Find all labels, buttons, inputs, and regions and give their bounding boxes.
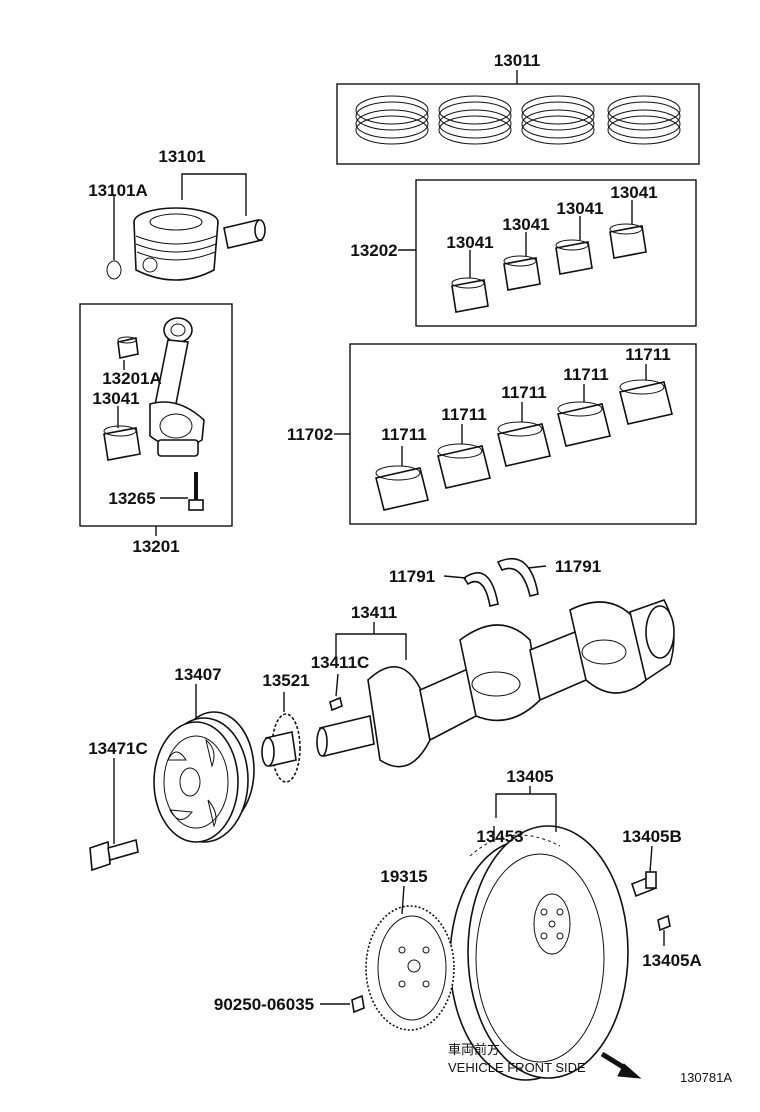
label-11711-b[interactable]: 11711 <box>441 405 486 424</box>
rod-bearing-shell[interactable] <box>451 277 489 313</box>
crank-timing-gear[interactable] <box>261 713 301 783</box>
label-13201a[interactable]: 13201A <box>102 369 162 388</box>
flywheel[interactable] <box>449 825 629 1081</box>
label-13201[interactable]: 13201 <box>132 537 179 556</box>
label-13471c[interactable]: 13471C <box>88 739 148 758</box>
thrust-washer[interactable] <box>496 557 539 597</box>
label-13411[interactable]: 13411 <box>351 603 397 622</box>
main-bearing-shell[interactable] <box>375 465 429 511</box>
label-11791-left[interactable]: 11791 <box>389 567 435 586</box>
main-bearing-shell[interactable] <box>619 379 673 425</box>
label-13411c[interactable]: 13411C <box>311 653 370 672</box>
crank-pulley[interactable] <box>153 711 255 843</box>
piston[interactable] <box>133 207 219 281</box>
pulley-bolt[interactable] <box>89 838 139 872</box>
rod-bolt[interactable] <box>188 472 204 511</box>
crankshaft[interactable] <box>316 599 675 768</box>
label-11711-a[interactable]: 11711 <box>381 425 426 444</box>
label-13041-a[interactable]: 13041 <box>446 233 493 252</box>
rod-bearing-shell[interactable] <box>609 223 647 259</box>
rod-bearing-shell[interactable] <box>103 425 141 461</box>
label-13101[interactable]: 13101 <box>158 147 205 166</box>
label-90250-06035[interactable]: 90250-06035 <box>214 995 314 1014</box>
piston-ring-set[interactable] <box>336 70 700 165</box>
label-13265[interactable]: 13265 <box>108 489 155 508</box>
front-direction-kanji: 車両前方 <box>448 1042 500 1057</box>
label-13407[interactable]: 13407 <box>174 665 221 684</box>
plate-pin[interactable] <box>351 994 365 1014</box>
front-direction-text: VEHICLE FRONT SIDE <box>448 1060 586 1075</box>
label-13101a[interactable]: 13101A <box>88 181 148 200</box>
figure-code: 130781A <box>680 1070 732 1085</box>
crank-key[interactable] <box>329 696 343 712</box>
main-bearing-shell[interactable] <box>437 443 491 489</box>
label-13041-d[interactable]: 13041 <box>610 183 657 202</box>
connecting-rod[interactable] <box>149 317 205 457</box>
label-13405[interactable]: 13405 <box>506 767 553 786</box>
piston-pin[interactable] <box>223 219 266 249</box>
label-11711-e[interactable]: 11711 <box>625 345 670 364</box>
label-11791-right[interactable]: 11791 <box>555 557 601 576</box>
label-13011[interactable]: 13011 <box>494 51 540 70</box>
label-13405a[interactable]: 13405A <box>642 951 702 970</box>
label-11702[interactable]: 11702 <box>287 425 333 444</box>
label-19315[interactable]: 19315 <box>380 867 427 886</box>
flywheel-bolt[interactable] <box>631 871 657 898</box>
label-11711-d[interactable]: 11711 <box>563 365 608 384</box>
main-bearing-shell[interactable] <box>497 421 551 467</box>
label-13521[interactable]: 13521 <box>262 671 309 690</box>
label-13041-rod[interactable]: 13041 <box>92 389 139 408</box>
front-arrow-icon <box>600 1051 642 1079</box>
flywheel-pin[interactable] <box>657 914 671 932</box>
main-bearing-shell[interactable] <box>557 401 611 447</box>
label-13041-b[interactable]: 13041 <box>502 215 549 234</box>
label-13041-c[interactable]: 13041 <box>556 199 603 218</box>
rod-bearing-shell[interactable] <box>503 255 541 291</box>
drive-plate[interactable] <box>365 905 455 1031</box>
snap-ring[interactable] <box>106 260 122 280</box>
label-13453[interactable]: 13453 <box>476 827 523 846</box>
rod-bearing-shell[interactable] <box>555 239 593 275</box>
label-11711-c[interactable]: 11711 <box>501 383 546 402</box>
thrust-washer[interactable] <box>462 572 499 607</box>
label-13202[interactable]: 13202 <box>350 241 397 260</box>
rod-bushing[interactable] <box>117 336 139 359</box>
label-13405b[interactable]: 13405B <box>622 827 682 846</box>
